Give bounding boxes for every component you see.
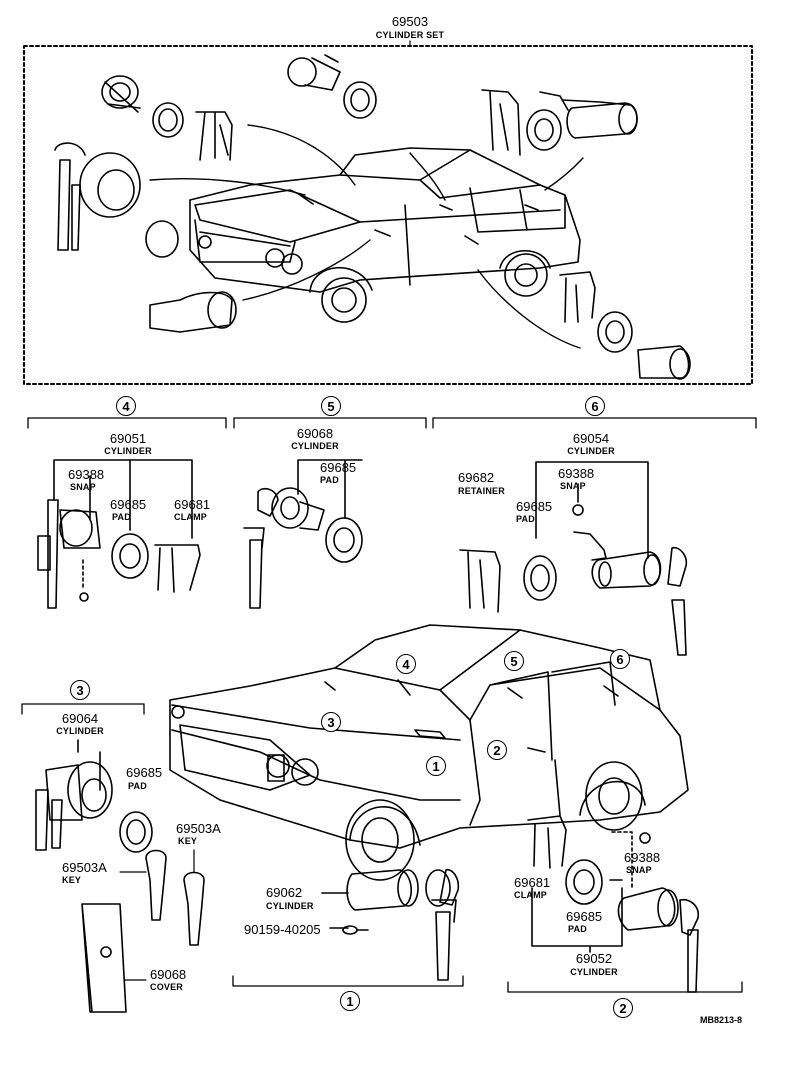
group-marker-6: 6	[585, 396, 605, 416]
group-6-pad-name: PAD	[516, 514, 535, 524]
group-4-snap-number: 69388	[68, 467, 105, 482]
group-6-parts	[459, 461, 688, 656]
cover-part-name: COVER	[150, 982, 184, 992]
group-2-clamp-number: 69681	[514, 875, 551, 890]
cylinder-set-part-number: 69503	[391, 14, 429, 29]
group-2-snap-number: 69388	[624, 850, 661, 865]
group-2-pad-number: 69685	[566, 909, 603, 924]
group-4-cylinder-number: 69051	[109, 431, 147, 446]
key-1-part-name: KEY	[62, 875, 82, 885]
group-3-cylinder-number: 69064	[61, 711, 99, 726]
group-4-pad-name: PAD	[112, 512, 131, 522]
car-marker-6: 6	[610, 649, 630, 669]
car-marker-5: 5	[504, 651, 524, 671]
car-marker-4: 4	[396, 654, 416, 674]
group-6-snap-name: SNAP	[560, 481, 586, 491]
group-2-cylinder-name: CYLINDER	[570, 967, 618, 977]
group-1-cylinder-number: 69062	[266, 885, 303, 900]
key-1-part-number: 69503A	[62, 860, 107, 875]
top-panel-parts	[54, 54, 691, 380]
group-2-snap-name: SNAP	[626, 865, 652, 875]
cover-part-number: 69068	[150, 967, 187, 982]
group-6-snap-number: 69388	[558, 466, 595, 481]
main-car-illustration	[169, 624, 689, 881]
group-6-retainer-name: RETAINER	[458, 486, 505, 496]
group-marker-3: 3	[70, 680, 90, 700]
group-5-pad-number: 69685	[320, 460, 357, 475]
group-marker-5: 5	[321, 396, 341, 416]
group-2-clamp-name: CLAMP	[514, 890, 547, 900]
group-4-parts	[37, 459, 201, 609]
group-1-cylinder-name: CYLINDER	[266, 901, 314, 911]
group-brackets	[21, 417, 757, 993]
key-2-part-name: KEY	[178, 836, 198, 846]
group-3-pad-number: 69685	[126, 765, 163, 780]
group-3-cylinder-name: CYLINDER	[56, 726, 104, 736]
group-3-pad-name: PAD	[128, 781, 147, 791]
group-5-parts	[243, 459, 363, 609]
key-2-part-number: 69503A	[176, 821, 221, 836]
group-1-screw-number: 90159-40205	[244, 922, 321, 937]
group-2-pad-name: PAD	[568, 924, 587, 934]
top-panel-arrows	[149, 124, 584, 349]
cylinder-set-frame	[23, 40, 753, 385]
cylinder-set-part-name: CYLINDER SET	[375, 30, 445, 40]
car-marker-2: 2	[487, 740, 507, 760]
group-4-cylinder-name: CYLINDER	[104, 446, 152, 456]
group-6-cylinder-name: CYLINDER	[567, 446, 615, 456]
reference-code: MB8213-8	[700, 1015, 743, 1025]
group-5-cylinder-number: 69068	[296, 426, 334, 441]
car-marker-3: 3	[321, 712, 341, 732]
group-6-retainer-number: 69682	[458, 470, 495, 485]
group-1-parts	[321, 868, 460, 981]
car-marker-1: 1	[426, 756, 446, 776]
group-2-parts	[527, 815, 700, 993]
group-4-pad-number: 69685	[110, 497, 147, 512]
group-3-parts	[35, 739, 205, 1013]
group-5-cylinder-name: CYLINDER	[291, 441, 339, 451]
group-2-cylinder-number: 69052	[575, 951, 613, 966]
group-4-clamp-name: CLAMP	[174, 512, 207, 522]
group-marker-1: 1	[340, 991, 360, 1011]
group-marker-4: 4	[116, 396, 136, 416]
group-4-clamp-number: 69681	[174, 497, 211, 512]
group-5-pad-name: PAD	[320, 475, 339, 485]
group-4-snap-name: SNAP	[70, 482, 96, 492]
group-marker-2: 2	[613, 998, 633, 1018]
group-6-pad-number: 69685	[516, 499, 553, 514]
top-car-illustration	[189, 147, 581, 323]
group-6-cylinder-number: 69054	[572, 431, 610, 446]
